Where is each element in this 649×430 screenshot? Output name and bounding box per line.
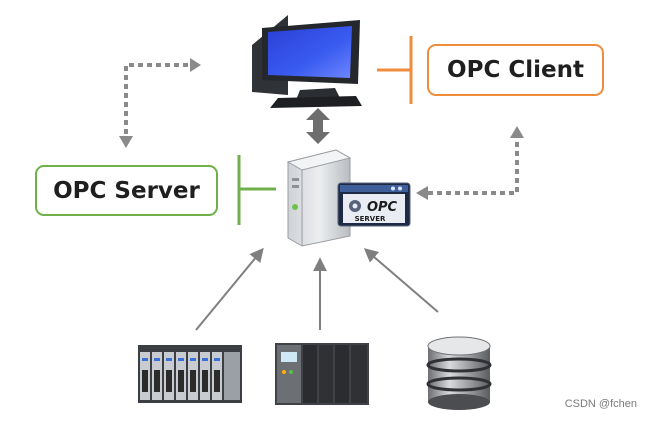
dotted-link-server-to-client — [416, 126, 524, 200]
bidirectional-arrow — [306, 108, 330, 144]
server-connector — [237, 155, 276, 225]
opc-server-badge: OPC SERVER — [337, 182, 411, 227]
badge-logo-text: OPC — [367, 200, 398, 215]
watermark: CSDN @fchen — [564, 398, 637, 410]
dotted-link-client-to-server — [119, 58, 201, 148]
badge-caption: SERVER — [355, 215, 386, 223]
client-connector — [377, 36, 413, 104]
opc-server-label: OPC Server — [35, 165, 218, 216]
opc-client-label: OPC Client — [427, 44, 604, 96]
gear-icon — [349, 200, 361, 212]
controller-rack-icon — [275, 343, 369, 405]
device-arrows — [195, 247, 439, 331]
plc-io-modules-icon — [138, 345, 242, 403]
monitor-icon — [252, 15, 362, 108]
database-icon — [426, 336, 492, 410]
server-tower-icon — [286, 149, 352, 247]
